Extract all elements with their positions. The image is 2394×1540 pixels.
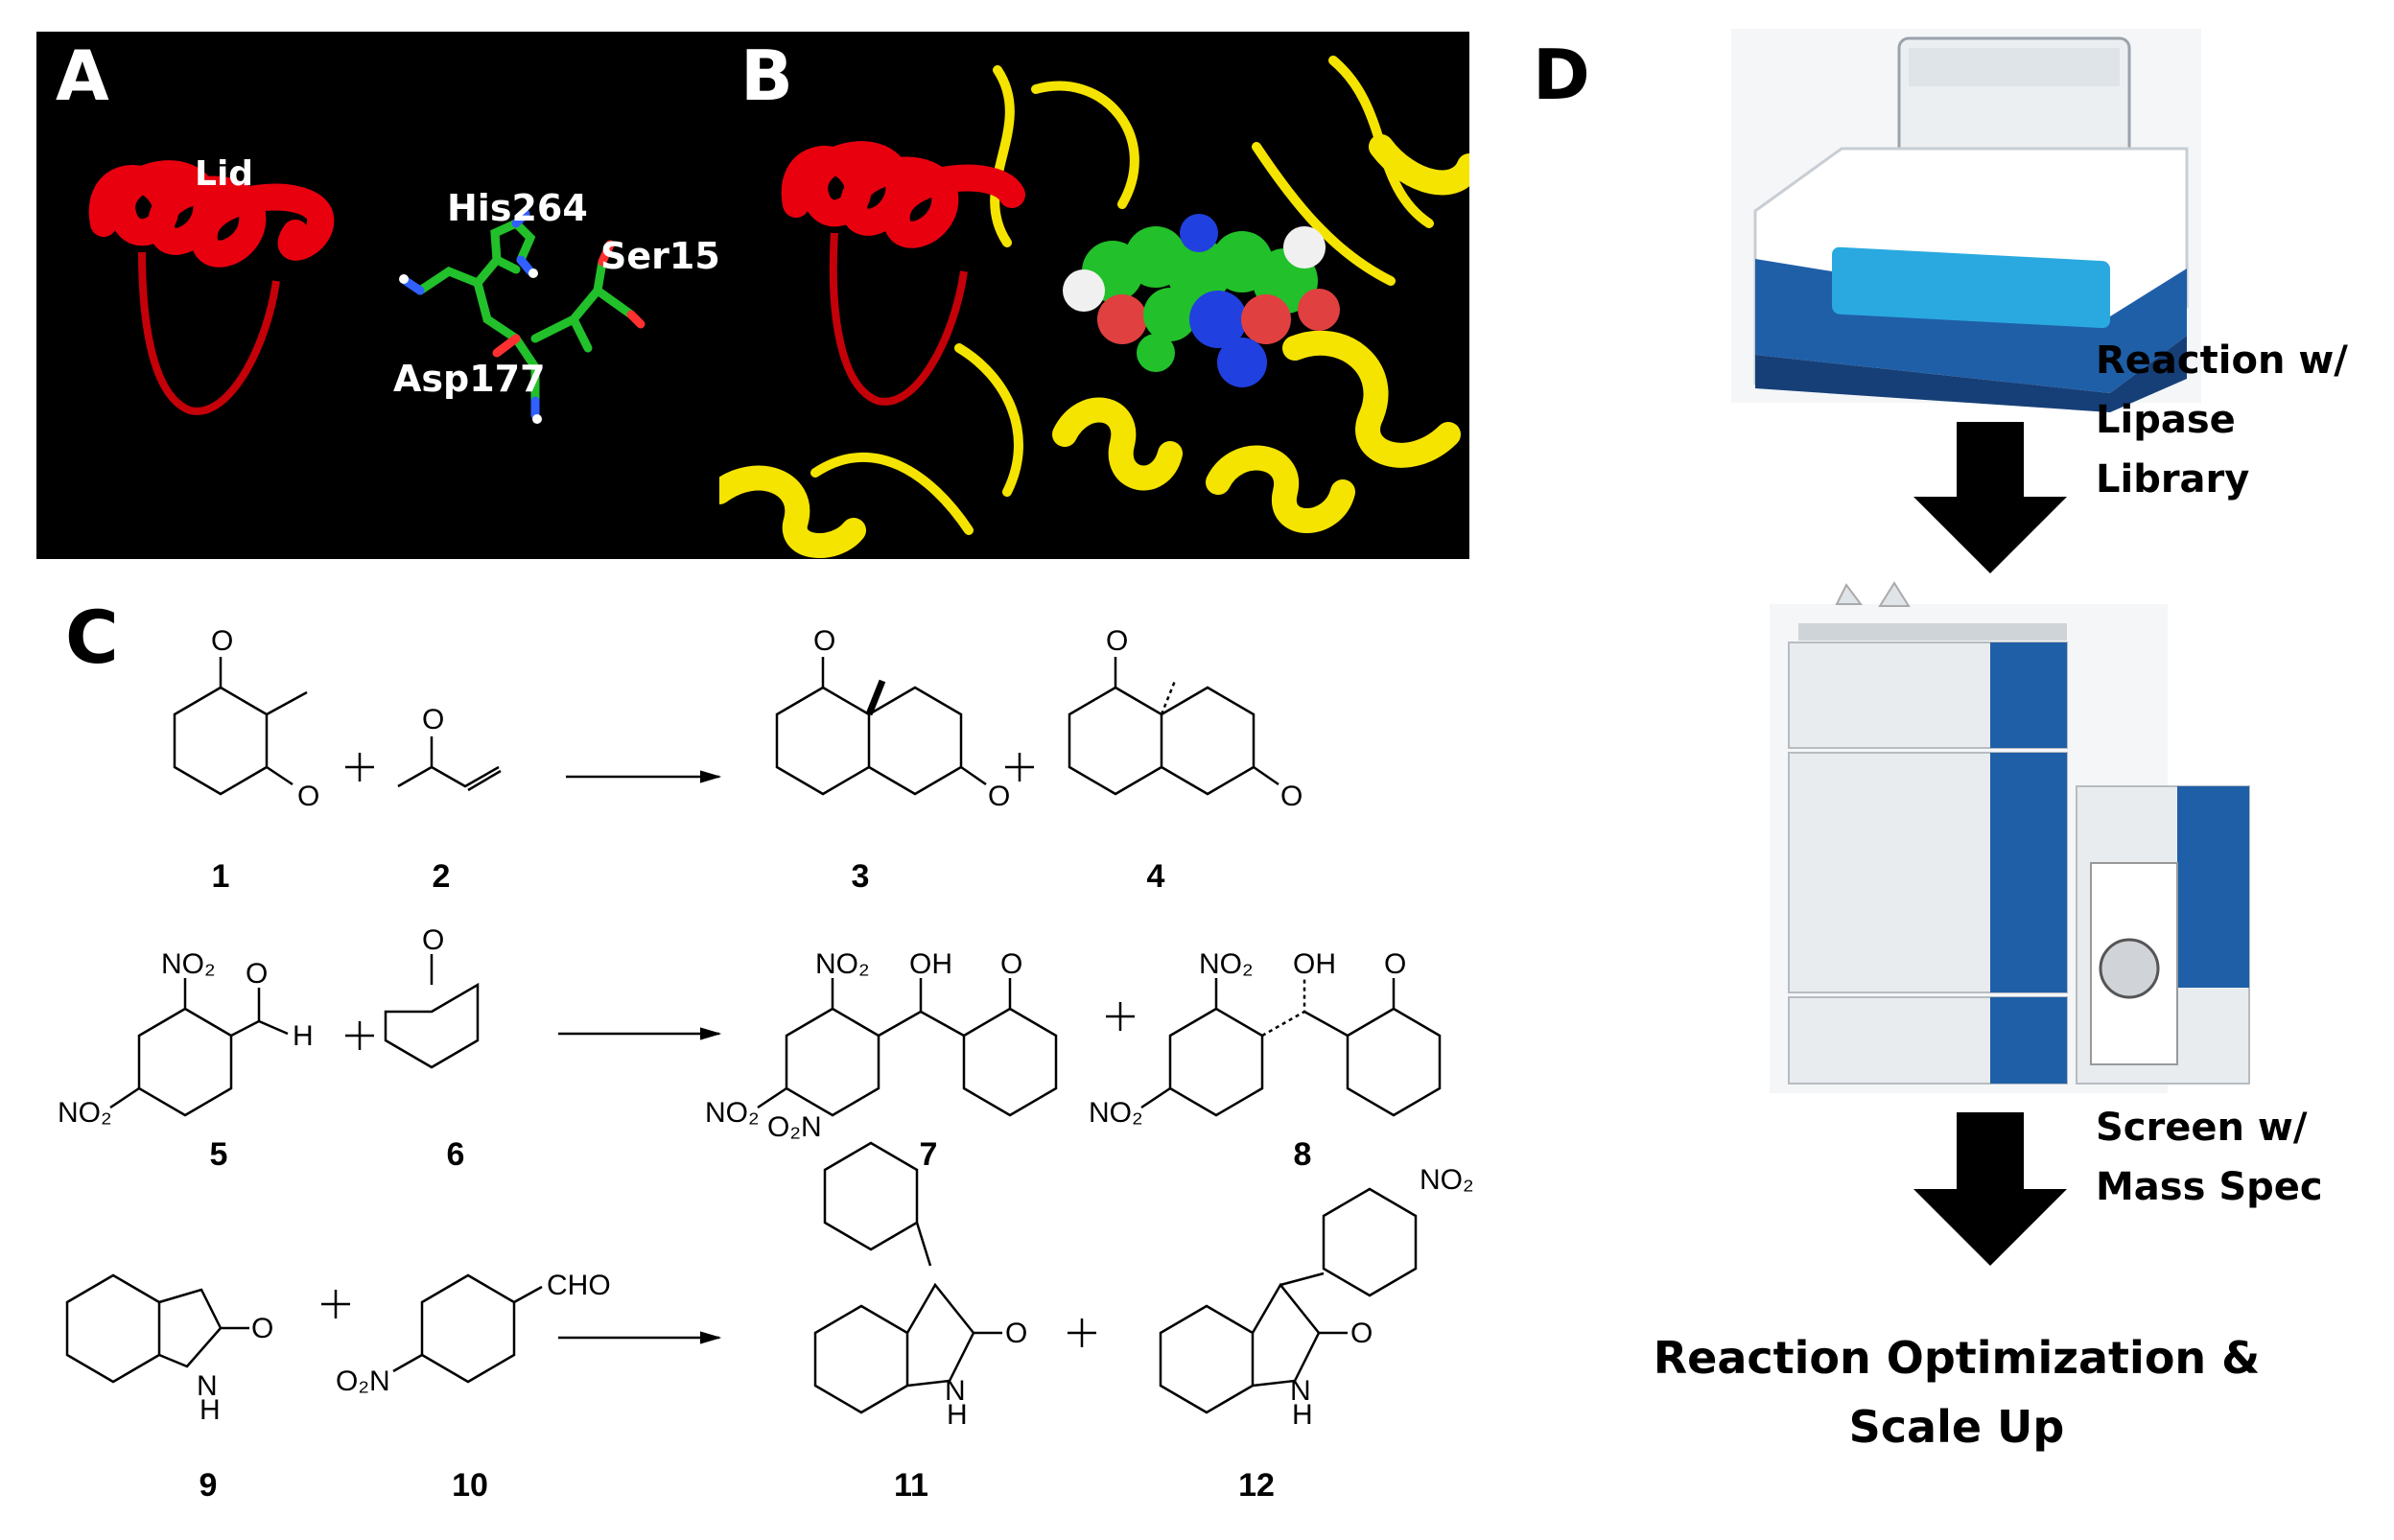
compound-label-9: 9	[199, 1467, 218, 1504]
svg-text:O: O	[1280, 781, 1303, 812]
lid-label: Lid	[195, 154, 254, 194]
compound-label-6: 6	[446, 1136, 465, 1173]
svg-text:N: N	[197, 1370, 218, 1402]
svg-text:O: O	[1384, 948, 1406, 980]
panel-d-letter: D	[1533, 35, 1590, 115]
active-site-render	[88, 160, 645, 424]
svg-text:O: O	[1000, 948, 1022, 980]
svg-text:O: O	[422, 704, 444, 735]
svg-text:O: O	[422, 924, 444, 956]
svg-text:NO₂: NO₂	[1199, 948, 1254, 980]
svg-text:NO₂: NO₂	[705, 1097, 760, 1129]
arrow-down-icon	[1913, 422, 2067, 573]
compound-label-2: 2	[432, 858, 451, 895]
svg-text:OH: OH	[1293, 948, 1336, 980]
svg-text:OH: OH	[909, 948, 952, 980]
step1-line2: Lipase Library	[2096, 398, 2250, 502]
step3-line2: Scale Up	[1848, 1401, 2065, 1453]
svg-text:CHO: CHO	[547, 1270, 611, 1301]
arrow-down-icon	[1913, 1112, 2067, 1266]
svg-text:O₂N: O₂N	[336, 1365, 390, 1397]
svg-text:O: O	[211, 625, 233, 657]
asp177-label: Asp177	[393, 358, 546, 400]
workflow-drawing	[1731, 29, 2250, 1266]
svg-text:O₂N: O₂N	[767, 1111, 822, 1143]
lc-ms-instrument-image	[1770, 581, 2250, 1093]
compound-label-1: 1	[211, 858, 230, 895]
compound-label-4: 4	[1146, 858, 1165, 895]
step3-line1: Reaction Optimization &	[1653, 1332, 2261, 1384]
svg-text:O: O	[988, 781, 1010, 812]
compound-label-8: 8	[1293, 1136, 1312, 1173]
compound-label-7: 7	[919, 1136, 938, 1173]
compound-label-12: 12	[1238, 1467, 1275, 1504]
thermomixer-device-image	[1731, 29, 2201, 412]
panel-a-active-site-image: A Lid His264 Ser153 Asp177	[36, 32, 745, 559]
panel-d-workflow: D	[1515, 19, 2388, 1534]
svg-text:O: O	[1005, 1318, 1027, 1349]
svg-text:H: H	[200, 1394, 221, 1426]
svg-text:N: N	[1290, 1375, 1311, 1407]
svg-text:H: H	[293, 1020, 314, 1052]
step2-line1: Screen w/	[2096, 1106, 2308, 1150]
panel-c-letter: C	[65, 595, 119, 680]
protein-ribbon-render	[719, 56, 1469, 558]
svg-text:O: O	[1106, 625, 1128, 657]
step2-line2: Mass Spec	[2096, 1165, 2323, 1209]
svg-text:NO₂: NO₂	[1089, 1097, 1143, 1129]
svg-text:H: H	[947, 1399, 968, 1431]
his264-label: His264	[447, 187, 588, 229]
svg-text:NO₂: NO₂	[58, 1097, 112, 1129]
compound-label-10: 10	[452, 1467, 488, 1504]
svg-text:N: N	[945, 1375, 966, 1407]
panel-a-letter: A	[56, 35, 109, 116]
panel-b-letter: B	[740, 35, 793, 116]
step3-label: Reaction Optimization & Scale Up	[1640, 1323, 2273, 1461]
svg-text:NO₂: NO₂	[161, 948, 216, 980]
svg-text:NO₂: NO₂	[1420, 1164, 1474, 1196]
svg-text:H: H	[1292, 1399, 1313, 1431]
step1-label: Reaction w/ Lipase Library	[2096, 331, 2388, 509]
compound-label-11: 11	[894, 1467, 928, 1504]
compound-label-3: 3	[851, 858, 870, 895]
panel-c-reaction-schemes: C	[29, 575, 1525, 1534]
svg-text:O: O	[813, 625, 835, 657]
svg-text:O: O	[297, 781, 319, 812]
step1-line1: Reaction w/	[2096, 338, 2348, 383]
svg-text:O: O	[246, 958, 268, 990]
svg-text:NO₂: NO₂	[815, 948, 870, 980]
step2-label: Screen w/ Mass Spec	[2096, 1098, 2323, 1217]
compound-label-5: 5	[209, 1136, 228, 1173]
svg-text:O: O	[251, 1313, 273, 1344]
panel-b-protein-image: B	[719, 32, 1469, 559]
svg-text:O: O	[1350, 1318, 1373, 1349]
